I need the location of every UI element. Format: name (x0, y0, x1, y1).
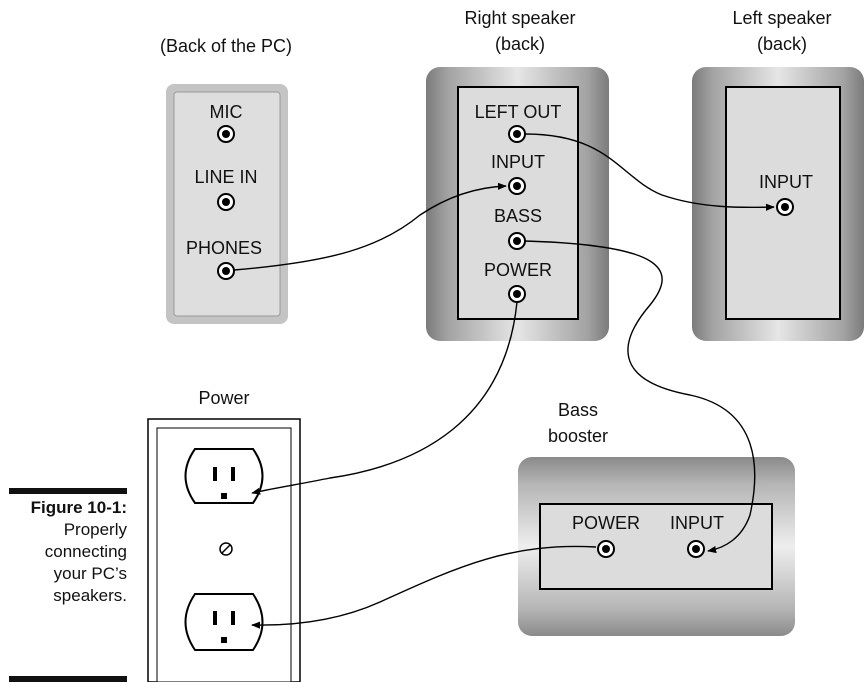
caption-line-3: your PC’s (53, 564, 127, 583)
left-out-label: LEFT OUT (475, 102, 562, 122)
booster-input-jack[interactable] (687, 540, 705, 558)
left-input-label: INPUT (759, 172, 813, 192)
caption-line-1: Properly (63, 520, 127, 539)
booster-power-to-outlet-cable (251, 545, 597, 629)
left-speaker-title: Left speaker (732, 8, 831, 28)
outlet-screw-icon (219, 542, 233, 556)
line-in-jack[interactable] (217, 193, 235, 211)
phones-to-input-cable (233, 182, 507, 271)
lower-receptacle[interactable] (184, 593, 264, 651)
right-speaker: Right speaker (back) LEFT OUT INPUT BASS… (426, 8, 609, 341)
bass-jack[interactable] (508, 232, 526, 250)
caption-top-rule (9, 488, 127, 494)
right-input-jack[interactable] (508, 177, 526, 195)
booster-input-label: INPUT (670, 513, 724, 533)
left-speaker-subtitle: (back) (757, 34, 807, 54)
right-power-jack[interactable] (508, 285, 526, 303)
bass-booster-title: Bass (558, 400, 598, 420)
mic-jack[interactable] (217, 125, 235, 143)
power-outlet: Power (147, 388, 301, 682)
power-title: Power (198, 388, 249, 408)
booster-power-jack[interactable] (597, 540, 615, 558)
pc-back-panel: (Back of the PC) MIC LINE IN PHONES (160, 36, 292, 324)
upper-receptacle[interactable] (184, 448, 264, 504)
bass-booster: Bass booster POWER INPUT (518, 400, 795, 636)
power-to-outlet-cable (251, 301, 518, 495)
pc-title: (Back of the PC) (160, 36, 292, 56)
phones-label: PHONES (186, 238, 262, 258)
right-input-label: INPUT (491, 152, 545, 172)
bass-to-booster-input-cable (524, 240, 756, 554)
left-out-jack[interactable] (508, 125, 526, 143)
right-speaker-title: Right speaker (464, 8, 575, 28)
line-in-label: LINE IN (194, 167, 257, 187)
caption-line-4: speakers. (53, 586, 127, 605)
left-speaker: Left speaker (back) INPUT (692, 8, 864, 341)
right-power-label: POWER (484, 260, 552, 280)
figure-caption: Figure 10-1: Properly connecting your PC… (9, 497, 127, 607)
caption-bottom-rule (9, 676, 127, 682)
bass-label: BASS (494, 206, 542, 226)
left-out-to-left-input-cable (524, 133, 775, 211)
mic-label: MIC (210, 102, 243, 122)
figure-number: Figure 10-1: (30, 498, 127, 517)
left-input-jack[interactable] (776, 198, 794, 216)
phones-jack[interactable] (217, 262, 235, 280)
bass-booster-subtitle: booster (548, 426, 608, 446)
booster-power-label: POWER (572, 513, 640, 533)
caption-line-2: connecting (44, 542, 127, 561)
right-speaker-subtitle: (back) (495, 34, 545, 54)
